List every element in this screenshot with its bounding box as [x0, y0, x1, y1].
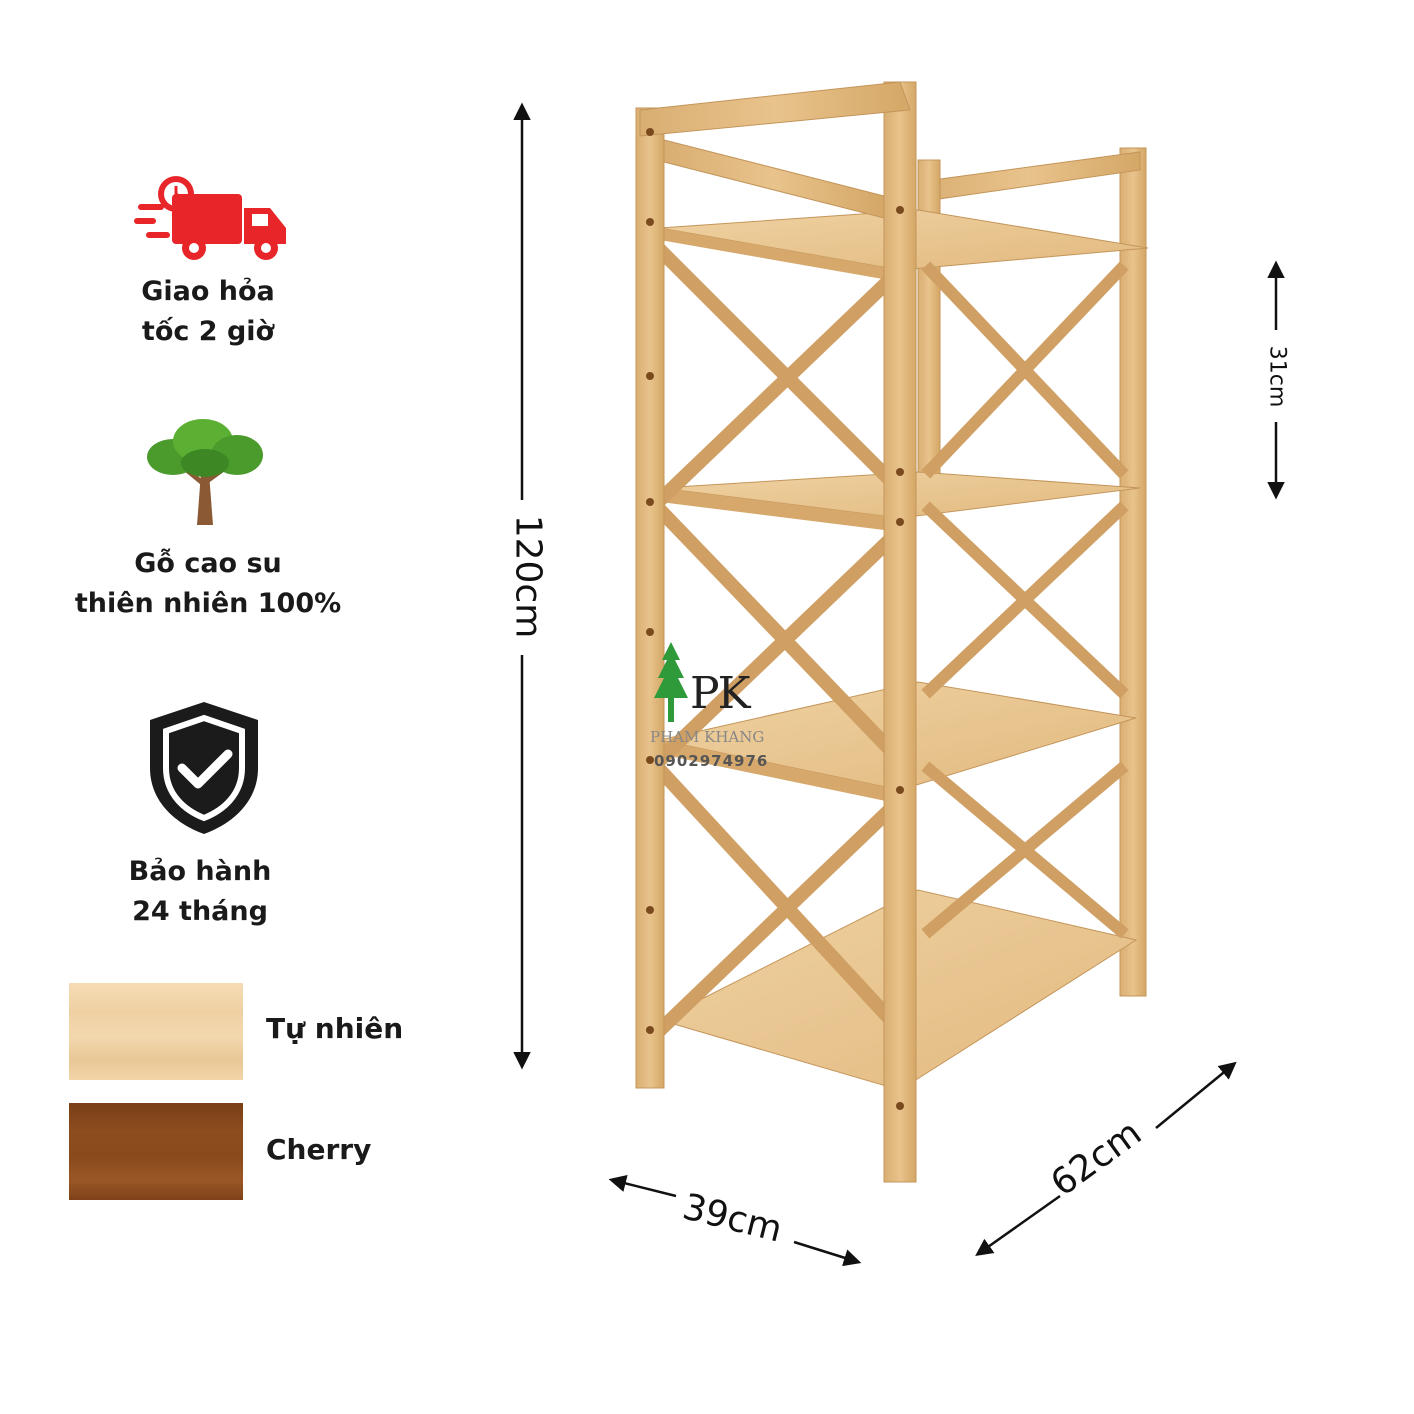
feature-material-label: Gỗ cao su thiên nhiên 100% — [74, 548, 342, 619]
color-label-natural: Tự nhiên — [266, 1012, 404, 1045]
wooden-shelf-image — [635, 81, 1149, 1183]
shield-check-icon — [150, 702, 258, 834]
delivery-truck-icon — [134, 176, 286, 260]
brand-logo: PK — [690, 668, 751, 719]
dimension-shelf-gap-label: 31cm — [1264, 345, 1290, 408]
color-swatch-natural[interactable] — [69, 983, 243, 1080]
brand-phone: 0902974976 — [654, 752, 769, 770]
pk-tree-logo-icon — [654, 642, 688, 722]
brand-name: PHAM KHANG — [650, 728, 765, 746]
feature-delivery-label: Giao hỏa tốc 2 giờ — [141, 276, 275, 347]
color-swatch-cherry[interactable] — [69, 1103, 243, 1200]
tree-icon — [147, 419, 263, 525]
color-label-cherry: Cherry — [266, 1133, 372, 1166]
feature-warranty-label: Bảo hành 24 tháng — [128, 856, 272, 927]
dimension-height-label: 120cm — [507, 514, 549, 639]
